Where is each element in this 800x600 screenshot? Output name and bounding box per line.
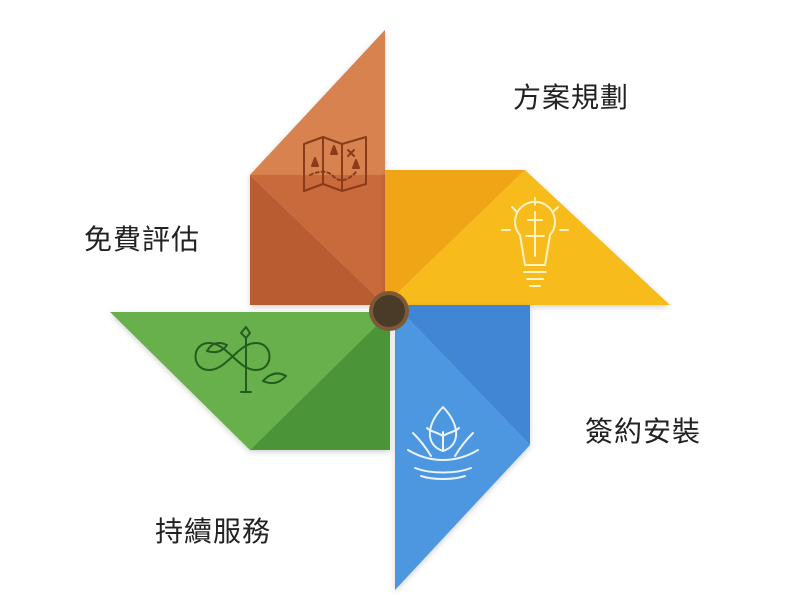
center-hub bbox=[369, 291, 409, 331]
label-plan: 方案規劃 bbox=[513, 81, 630, 114]
green-blade bbox=[110, 312, 390, 450]
label-service: 持續服務 bbox=[155, 515, 272, 548]
map-icon bbox=[303, 136, 367, 192]
orange-blade bbox=[250, 30, 385, 305]
leaf-hands-icon bbox=[407, 406, 479, 480]
yellow-blade bbox=[385, 170, 670, 305]
label-evaluation: 免費評估 bbox=[84, 223, 201, 256]
label-install: 簽約安裝 bbox=[585, 415, 702, 448]
blue-blade bbox=[395, 305, 530, 590]
infinity-wrench-icon bbox=[194, 326, 287, 393]
lightbulb-icon bbox=[501, 197, 569, 287]
